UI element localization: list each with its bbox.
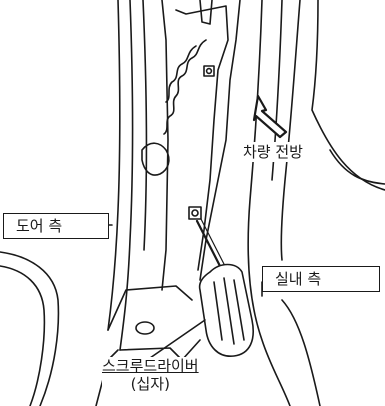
- weatherstrip-wavy-edge: [163, 39, 207, 135]
- weatherstrip-inner-edge: [165, 45, 197, 103]
- interior-lower-edge: [281, 299, 321, 406]
- lower-clip-screw: [191, 209, 199, 217]
- arrow-icon: [252, 94, 288, 139]
- cable-bundle: [141, 142, 170, 176]
- base-hole: [135, 321, 155, 335]
- interior-panel-line: [329, 149, 385, 185]
- vehicle-forward-label: 차량 전방: [243, 142, 303, 162]
- upper-clip: [203, 65, 215, 77]
- interior-trim-curve-4: [311, 0, 385, 191]
- screwdriver-handle-groove-1: [213, 281, 223, 341]
- pillar-top-bracket: [199, 0, 213, 25]
- screwdriver-shaft-edge: [200, 218, 227, 269]
- lower-clip: [188, 206, 202, 220]
- pillar-inner-panel: [175, 5, 229, 271]
- leader-line-screwdriver: [149, 319, 206, 359]
- screwdriver-label: 스크루드라이버: [102, 357, 199, 375]
- lower-base-line: [119, 339, 201, 361]
- door-frame-outer-line: [107, 0, 121, 331]
- screwdriver-handle-groove-3: [233, 279, 245, 341]
- upper-clip-screw: [205, 67, 213, 75]
- screwdriver-handle: [198, 263, 254, 357]
- door-panel-curve-1: [0, 251, 60, 406]
- screwdriver-handle-groove-2: [223, 277, 235, 345]
- pillar-trim-left-edge: [161, 0, 169, 291]
- door-side-label: 도어 측: [3, 213, 109, 239]
- interior-side-label: 실내 측: [262, 266, 380, 292]
- door-frame-edge-line: [142, 0, 148, 251]
- door-panel-curve-2: [0, 265, 46, 406]
- door-frame-inner-line: [119, 0, 134, 351]
- interior-trim-curve-1: [247, 0, 291, 406]
- lower-base-bracket: [107, 285, 193, 331]
- screwdriver-type-label: (십자): [130, 375, 170, 393]
- screwdriver-callout: 스크루드라이버 (십자): [102, 357, 199, 393]
- screwdriver-shaft: [195, 219, 224, 272]
